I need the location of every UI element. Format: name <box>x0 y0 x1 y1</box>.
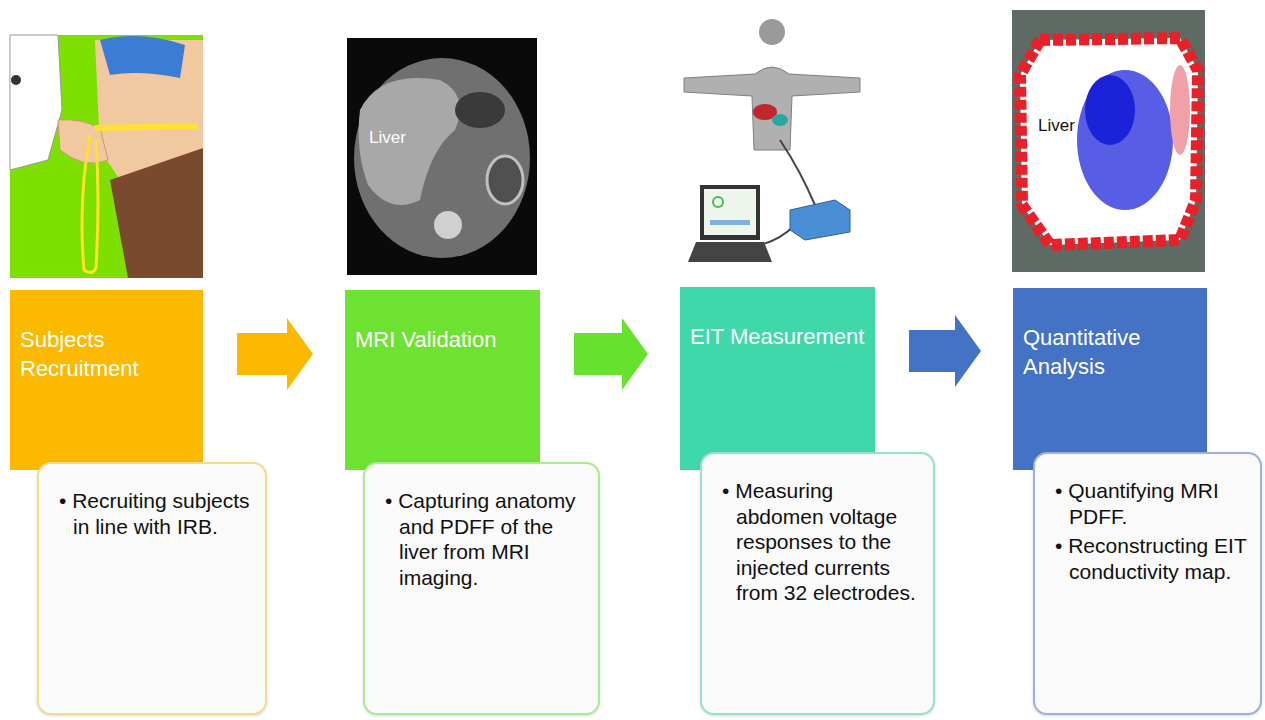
coat-button <box>11 75 21 85</box>
step-title: Quantitative Analysis <box>1023 324 1199 381</box>
spine <box>434 211 462 239</box>
step-header: Subjects Recruitment <box>10 290 203 470</box>
block-arrow <box>237 318 313 390</box>
blue-core <box>1085 75 1135 145</box>
blue-region <box>1077 70 1173 210</box>
bullet-text: • Capturing anatomy and PDFF of the live… <box>399 488 588 590</box>
map-background <box>1012 10 1205 272</box>
step-header: MRI Validation <box>345 290 540 470</box>
display-icon <box>713 197 723 207</box>
tape <box>95 126 198 128</box>
step-description: • Measuring abdomen voltage responses to… <box>700 452 935 715</box>
cable <box>780 140 815 205</box>
abdomen <box>354 58 530 258</box>
lab-coat <box>10 35 62 170</box>
block-arrow <box>574 318 648 390</box>
step-title: Subjects Recruitment <box>20 326 195 383</box>
body <box>684 67 860 150</box>
glove <box>100 36 185 78</box>
body-outline <box>1020 38 1198 245</box>
green-background <box>10 35 203 278</box>
step-title: MRI Validation <box>355 326 532 355</box>
block-arrow <box>909 315 981 387</box>
conductivity-map <box>1012 10 1205 272</box>
step-description: • Recruiting subjects in line with IRB. <box>37 462 267 715</box>
trousers <box>110 148 203 278</box>
liver-region <box>359 78 460 205</box>
step-title: EIT Measurement <box>690 323 867 352</box>
bullet-text: • Quantifying MRI PDFF. <box>1069 478 1250 529</box>
display-bar <box>710 220 750 225</box>
step-description: • Quantifying MRI PDFF.• Reconstructing … <box>1033 452 1262 715</box>
bullet-text: • Reconstructing EIT conductivity map. <box>1069 533 1250 584</box>
waist-measure-illustration <box>10 35 203 278</box>
tape-loop <box>82 135 98 273</box>
bullet-text: • Measuring abdomen voltage responses to… <box>736 478 923 606</box>
laptop-screen <box>700 185 760 240</box>
step-description: • Capturing anatomy and PDFF of the live… <box>363 462 600 715</box>
eit-device <box>790 200 850 240</box>
kidney <box>487 156 523 204</box>
organ-label: Liver <box>369 128 406 148</box>
mri-image <box>347 38 537 275</box>
laptop-base <box>688 242 772 262</box>
bullet-text: • Recruiting subjects in line with IRB. <box>73 488 255 539</box>
step-header: Quantitative Analysis <box>1013 288 1207 470</box>
head <box>759 19 785 45</box>
laptop-display <box>704 189 756 235</box>
eit-setup-illustration <box>684 19 860 262</box>
step-header: EIT Measurement <box>680 287 875 470</box>
organ <box>772 114 788 126</box>
stomach <box>455 92 505 128</box>
mri-background <box>347 38 537 275</box>
organ-label: Liver <box>1038 116 1075 136</box>
pink-region <box>1170 65 1190 155</box>
